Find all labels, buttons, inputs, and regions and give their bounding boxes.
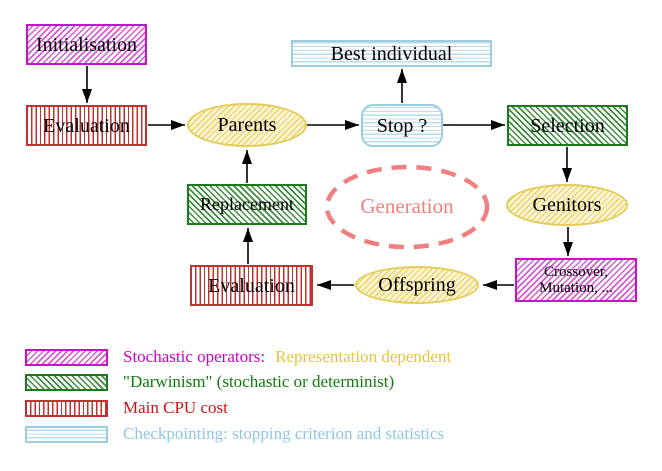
legend-row-cpu-cost: Main CPU cost xyxy=(25,398,228,418)
node-best-individual: Best individual xyxy=(291,40,492,67)
legend-row-darwinism: "Darwinism" (stochastic or determinist) xyxy=(25,372,394,392)
node-selection: Selection xyxy=(507,105,628,146)
node-evaluation-bottom: Evaluation xyxy=(190,265,313,306)
generation-dashed-ellipse xyxy=(324,164,490,250)
crossover-line2: Mutation, ... xyxy=(539,280,613,296)
node-crossover-mutation: Crossover, Mutation, ... xyxy=(515,258,637,302)
legend-label-stochastic-operators: Stochastic operators: xyxy=(123,347,266,366)
generation-label: Generation xyxy=(360,194,454,218)
node-stop: Stop ? xyxy=(361,104,443,147)
legend-label-representation-dependent: Representation dependent xyxy=(275,347,452,366)
node-parents: Parents xyxy=(187,103,307,147)
legend-row-stochastic: Stochastic operators: Representation dep… xyxy=(25,347,451,367)
node-evaluation-top: Evaluation xyxy=(26,105,147,146)
legend-label-cpu-cost: Main CPU cost xyxy=(123,398,228,417)
node-replacement: Replacement xyxy=(187,184,307,225)
crossover-line1: Crossover, xyxy=(544,263,608,280)
legend-swatch-checkpointing xyxy=(25,425,108,443)
legend-label-darwinism: "Darwinism" (stochastic or determinist) xyxy=(123,372,395,391)
node-initialisation: Initialisation xyxy=(26,24,147,65)
legend-row-checkpointing: Checkpointing: stopping criterion and st… xyxy=(25,424,444,444)
legend-swatch-cpu-cost xyxy=(25,399,108,417)
node-genitors: Genitors xyxy=(506,184,628,226)
node-offspring: Offspring xyxy=(355,266,479,304)
legend-swatch-darwinism xyxy=(25,373,108,391)
legend-swatch-stochastic-operators xyxy=(25,348,108,366)
legend-label-checkpointing: Checkpointing: stopping criterion and st… xyxy=(123,424,445,443)
